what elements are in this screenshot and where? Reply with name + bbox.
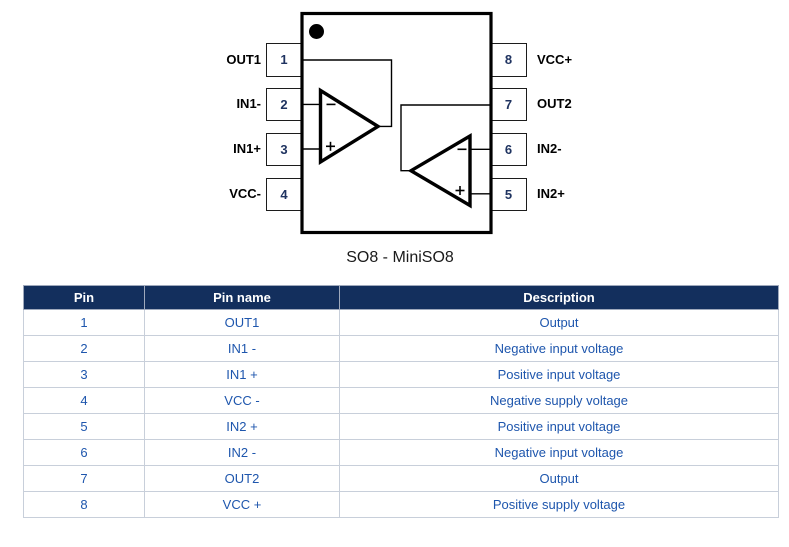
table-cell: OUT1	[144, 309, 340, 336]
opamp-b-symbol	[400, 104, 491, 209]
table-cell: OUT2	[144, 465, 340, 492]
table-cell: 1	[23, 309, 145, 336]
pin-label-out1: OUT1	[226, 51, 261, 67]
pin-box-6: 6	[490, 132, 527, 166]
pin-box-7: 7	[490, 87, 527, 121]
figure-caption: SO8 - MiniSO8	[346, 249, 454, 266]
table-cell: Positive input voltage	[339, 413, 779, 440]
table-cell: Negative input voltage	[339, 439, 779, 466]
opamp-a-symbol	[302, 59, 393, 166]
pin-number: 4	[280, 186, 288, 202]
pin-label-in2-minus: IN2-	[537, 141, 562, 156]
pin-label-in1-minus: IN1-	[236, 96, 261, 111]
pin-label-vcc-plus: VCC+	[537, 51, 573, 67]
table-cell: Negative supply voltage	[339, 387, 779, 414]
table-cell: 3	[23, 361, 145, 388]
pin-label-in2-plus: IN2+	[537, 186, 565, 201]
table-cell: Output	[339, 309, 779, 336]
table-cell: VCC +	[144, 491, 340, 518]
pin-label-out2: OUT2	[537, 96, 572, 111]
table-cell: 4	[23, 387, 145, 414]
pin-number: 6	[504, 141, 513, 157]
pin-number: 8	[504, 52, 513, 68]
table-cell: 5	[23, 413, 145, 440]
pin-label-vcc-minus: VCC-	[229, 186, 261, 201]
header-cell-pin: Pin	[23, 285, 145, 310]
pin1-indicator-dot	[309, 24, 324, 39]
table-cell: 7	[23, 465, 145, 492]
opamp-b-triangle	[407, 133, 472, 209]
table-cell: 2	[23, 335, 145, 362]
table-cell: IN2 -	[144, 439, 340, 466]
pinout-figure: 1 2 3 4 8 7 6 5 OUT1 IN1- IN1+ VCC- VCC+…	[226, 11, 573, 266]
header-cell-pin-name: Pin name	[144, 285, 340, 310]
pin-box-1: 1	[266, 43, 302, 77]
pin-label-in1-plus: IN1+	[233, 141, 261, 156]
table-cell: Positive input voltage	[339, 361, 779, 388]
table-cell: 8	[23, 491, 145, 518]
table-cell: Output	[339, 465, 779, 492]
table-cell: Negative input voltage	[339, 335, 779, 362]
opamp-a-output-trace	[302, 59, 393, 128]
table-cell: IN2 +	[144, 413, 340, 440]
ic-package-drawing	[300, 11, 493, 235]
opamp-b-output-trace	[400, 104, 491, 172]
pin-box-5: 5	[490, 177, 527, 211]
opamp-b-plus-sign	[455, 186, 465, 195]
pin-box-2: 2	[266, 87, 302, 121]
table-cell: IN1 -	[144, 335, 340, 362]
table-cell: VCC -	[144, 387, 340, 414]
table-cell: 6	[23, 439, 145, 466]
pin-number: 2	[280, 96, 288, 112]
header-cell-description: Description	[339, 285, 779, 310]
opamp-a-triangle	[318, 87, 382, 166]
pin-number: 5	[504, 186, 513, 202]
table-cell: IN1 +	[144, 361, 340, 388]
opamp-a-plus-sign	[326, 141, 335, 151]
pin-number: 3	[280, 141, 288, 157]
pin-number: 7	[504, 96, 513, 112]
table-header-row: Pin Pin name Description	[23, 285, 779, 310]
pin-number: 1	[280, 52, 288, 68]
table-cell: Positive supply voltage	[339, 491, 779, 518]
